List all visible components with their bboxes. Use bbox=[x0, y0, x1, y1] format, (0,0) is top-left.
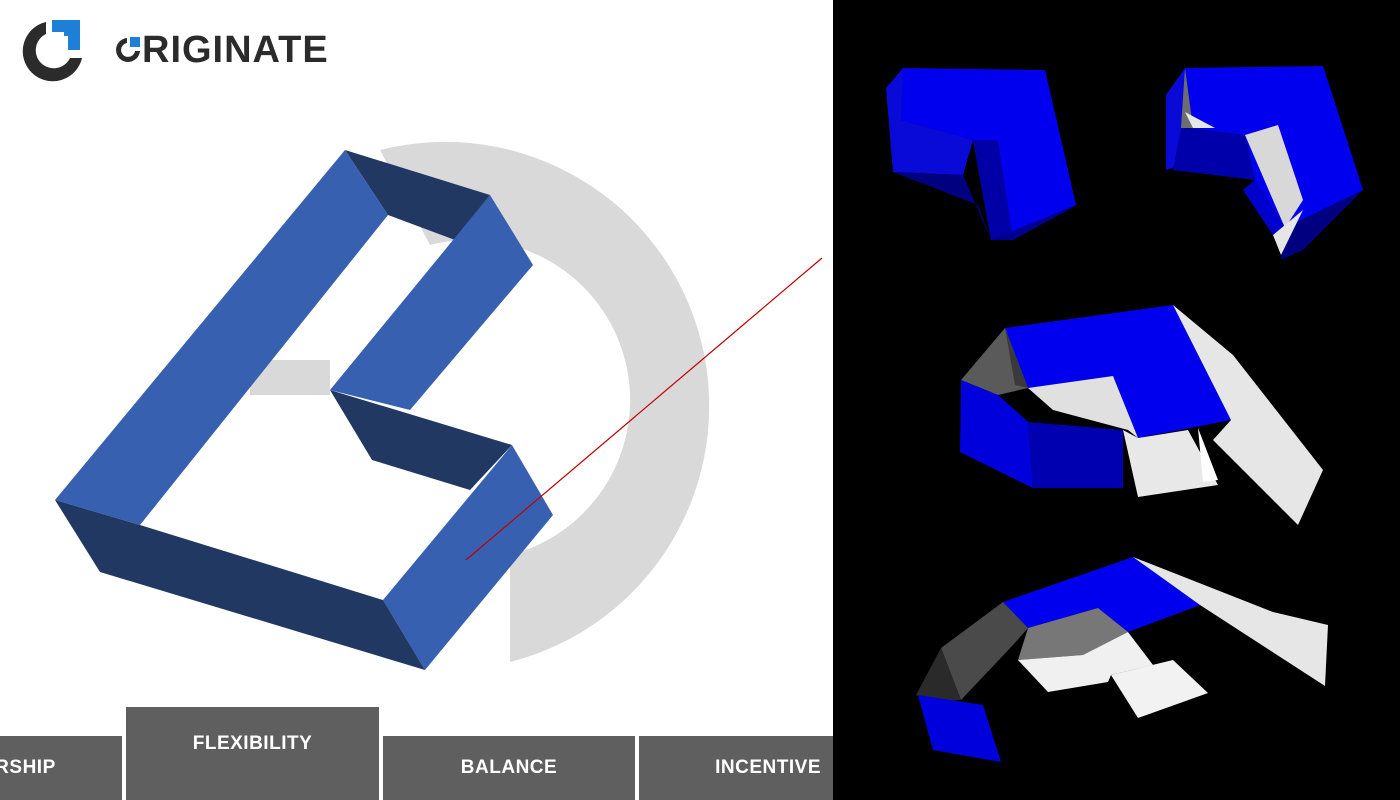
shape-bottom-right-band bbox=[383, 445, 553, 670]
rendered-views bbox=[886, 66, 1363, 762]
render-view-3 bbox=[960, 305, 1323, 525]
wordmark-o-icon bbox=[116, 33, 142, 63]
brand-wordmark: RIGINATE bbox=[116, 30, 329, 70]
pointer-line bbox=[465, 257, 823, 561]
3d-render-panel bbox=[833, 0, 1400, 800]
tab-balance-label: BALANCE bbox=[460, 757, 558, 778]
render-view-4 bbox=[916, 557, 1328, 762]
originate-logo-icon bbox=[22, 20, 83, 82]
background-ring bbox=[380, 141, 710, 662]
shape-top-right-band bbox=[330, 195, 533, 410]
tab-incentive[interactable]: INCENTIVE bbox=[639, 736, 833, 800]
tab-flexibility[interactable]: FLEXIBILITY bbox=[126, 707, 379, 800]
impossible-shape-illustration bbox=[55, 141, 823, 670]
shape-left-band bbox=[55, 150, 388, 525]
originate-logo[interactable]: RIGINATE bbox=[16, 16, 356, 88]
tab-balance[interactable]: BALANCE bbox=[383, 736, 635, 800]
shape-middle-face bbox=[330, 390, 512, 490]
render-view-2 bbox=[1166, 66, 1363, 260]
brand-name: RIGINATE bbox=[142, 29, 329, 71]
shape-top-inner-face bbox=[345, 150, 490, 240]
shape-bottom-face bbox=[55, 500, 425, 670]
render-view-1 bbox=[886, 68, 1076, 240]
tab-incentive-label: INCENTIVE bbox=[715, 757, 821, 778]
tab-flexibility-label: FLEXIBILITY bbox=[192, 733, 313, 754]
